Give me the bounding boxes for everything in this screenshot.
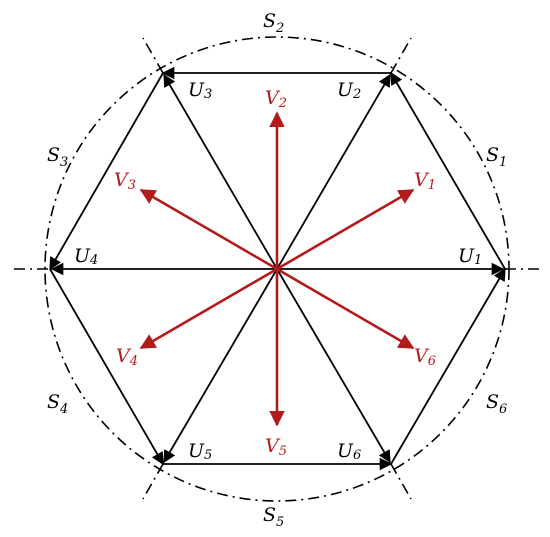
v3-label: V3 [114,169,136,193]
sector-labels: S1 S2 S3 S4 S5 S6 [47,10,507,530]
v3-arrow [139,188,278,271]
v6-label: V6 [414,345,436,369]
u2-arrow [276,73,391,270]
sector-label-1: S1 [486,144,507,170]
sector-boundaries [14,37,540,500]
boundary-lower-right [390,463,412,500]
sector-label-2: S2 [263,10,284,36]
v4-arrow [139,267,278,350]
sector-label-6: S6 [486,391,507,417]
sector-label-4: S4 [47,391,68,417]
u5-label: U5 [188,440,212,463]
v4-label: V4 [116,345,138,369]
v2-label: V2 [265,87,287,111]
v-vector-labels: V1 V2 V3 V4 V5 V6 [114,87,436,459]
u3-label: U3 [188,79,212,102]
edge-u6-u1 [390,267,506,465]
u-vector-arrows [50,73,505,464]
u-vector-labels: U1 U2 U3 U4 U5 U6 [74,79,482,463]
v1-label: V1 [414,169,436,193]
sector-label-5: S5 [263,504,284,530]
u3-arrow [163,73,278,270]
sector-label-3: S3 [47,144,68,170]
edge-u4-u5 [49,268,164,466]
boundary-upper-right [390,37,412,74]
u6-label: U6 [337,440,361,463]
u1-label: U1 [458,245,482,268]
v5-label: V5 [265,435,287,459]
v1-arrow [276,188,415,271]
hexagon-edges [49,66,506,471]
u2-label: U2 [337,79,361,102]
v6-arrow [276,267,415,350]
v-vector-arrows [139,111,415,427]
u5-arrow [163,268,278,464]
u6-arrow [276,268,391,464]
edge-u3-u4 [49,72,164,271]
edge-u1-u2 [390,71,506,270]
boundary-upper-left [142,37,164,74]
boundary-lower-left [142,463,164,500]
u4-label: U4 [74,245,98,268]
